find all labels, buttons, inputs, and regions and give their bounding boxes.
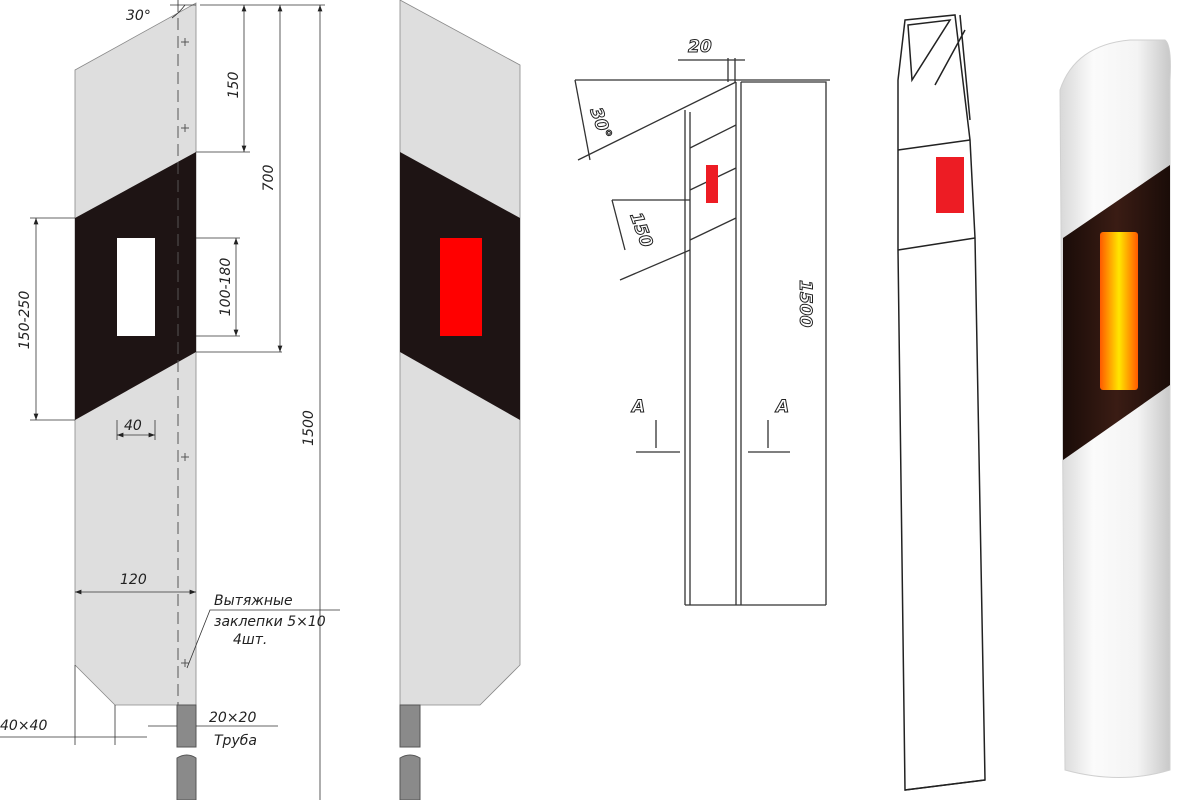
angle-label: 30°: [126, 8, 151, 24]
rivet-note-2: заклепки 5×10: [214, 614, 326, 630]
dim-band: 150-250: [17, 291, 33, 350]
section-red-reflector: [706, 165, 718, 203]
dim-width-120: 120: [120, 572, 147, 588]
reflector-window: [117, 238, 155, 336]
dim-top-150: 150: [226, 72, 242, 99]
dim-700: 700: [261, 165, 277, 192]
chamfer-label: 40×40: [0, 718, 47, 734]
section-dim-150: 150: [625, 210, 656, 250]
pipe-2: [399, 704, 421, 748]
section-drawing: 20 30° 150 1500 A A: [574, 37, 830, 606]
section-dim-20: 20: [688, 37, 712, 57]
dim-1500: 1500: [301, 410, 317, 446]
dim-window: 100-180: [218, 258, 234, 317]
rivet-note-1: Вытяжные: [214, 593, 293, 609]
pipe-size-label: 20×20: [209, 710, 256, 726]
pipe-2-lower: [399, 754, 421, 800]
red-reflector: [440, 238, 482, 336]
section-a-right: A: [774, 397, 789, 417]
pipe-lower: [176, 754, 197, 800]
dim-40: 40: [124, 418, 142, 434]
post-photo: [1059, 39, 1171, 778]
section-dim-1500: 1500: [795, 280, 815, 327]
pipe: [176, 704, 197, 748]
isometric-post: [897, 14, 986, 791]
isometric-red-reflector: [936, 157, 964, 213]
section-angle: 30°: [585, 105, 615, 142]
rivet-note-3: 4шт.: [233, 632, 267, 648]
section-a-left: A: [630, 397, 645, 417]
yellow-reflector: [1100, 232, 1138, 390]
rivet-marks: [181, 38, 189, 667]
front-view-drawing: 30° 150 700 1500 100-180 150-250 40 120 …: [0, 0, 340, 800]
pipe-label: Труба: [214, 733, 257, 749]
colored-side-view: [399, 0, 521, 800]
